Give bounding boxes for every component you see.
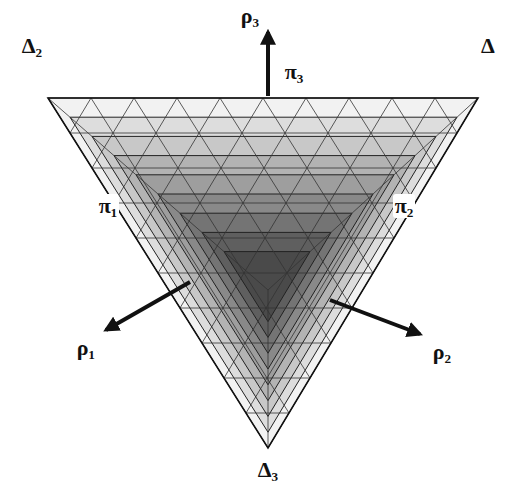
pyramid-grid [48,98,478,448]
grid-line [70,133,457,134]
grid-line [158,273,373,274]
grid-line [268,98,478,290]
shade-step [180,213,352,353]
grid-line [246,413,289,414]
axis-arrows [106,32,420,334]
face-label: π₃ [283,60,306,84]
face-label: π₂ [393,194,416,218]
axis-arrow [106,282,190,330]
grid-line [158,98,263,273]
axis-label: ρ₂ [431,340,453,364]
grid-line [177,98,331,343]
face-label: π₁ [97,194,120,218]
grid-line [48,98,268,290]
shade-step [202,232,331,337]
shade-step [48,98,478,448]
axis-arrow [266,32,270,96]
grid-line [202,343,331,344]
axis-arrow [330,300,420,334]
pyramid-shading [48,98,478,448]
grid-line [91,98,289,413]
vertex-label: Δ₂ [20,34,44,58]
grid-line [246,98,435,413]
grid-line [263,98,373,273]
shade-step [158,194,373,369]
vertex-label: Δ [479,34,497,58]
grid-line [70,98,91,133]
grid-line [134,98,310,378]
shade-step [70,117,457,432]
grid-line [349,98,415,203]
vertex-label: Δ₃ [256,458,280,482]
grid-line [114,98,177,203]
axis-label: ρ₃ [239,4,261,28]
pyramid-outline [48,98,478,448]
axis-label: ρ₁ [75,336,97,360]
grid-line [202,98,349,343]
grid-line [224,98,392,378]
shade-step [136,175,394,385]
shade-step [92,136,436,416]
grid-line [268,290,269,448]
grid-line [114,203,415,204]
